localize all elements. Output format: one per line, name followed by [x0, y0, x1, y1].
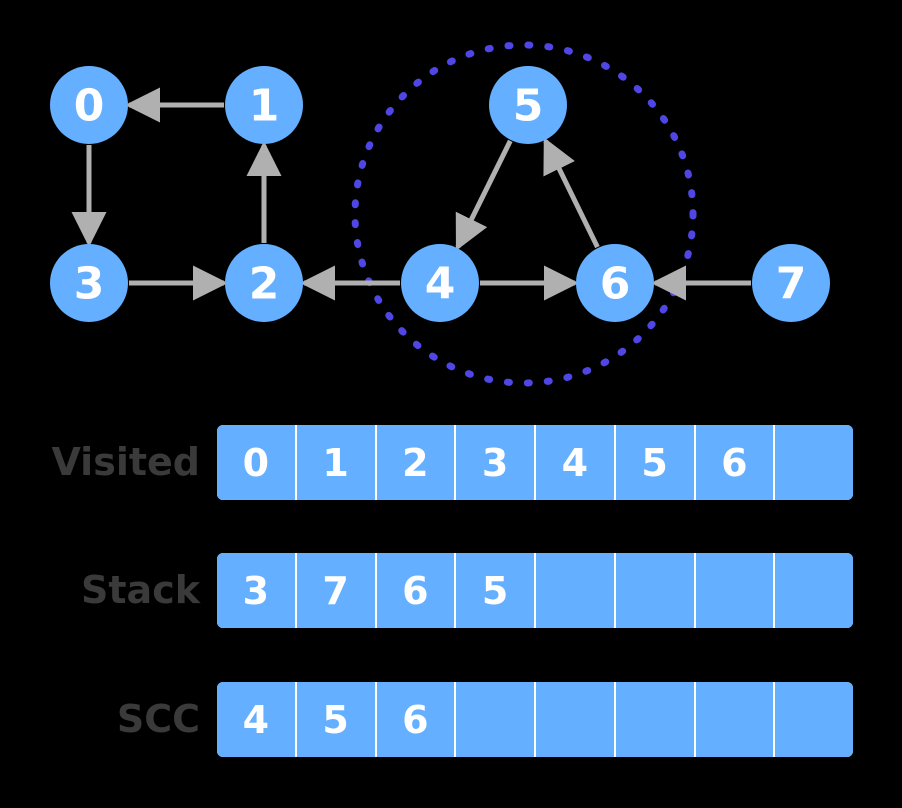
- cell-visited-5[interactable]: 5: [615, 425, 694, 500]
- cell-scc-6[interactable]: [695, 682, 774, 757]
- row-label-stack: Stack: [81, 568, 200, 612]
- node-circle-2: [225, 244, 303, 322]
- graph-node-0[interactable]: 0: [50, 66, 128, 144]
- node-circle-1: [225, 66, 303, 144]
- edges-layer: [71, 87, 751, 301]
- node-circle-5: [489, 66, 567, 144]
- cell-visited-2[interactable]: 2: [376, 425, 455, 500]
- cell-scc-4[interactable]: [536, 682, 614, 757]
- graph-node-2[interactable]: 2: [225, 244, 303, 322]
- cell-stack-0[interactable]: 3: [217, 553, 295, 628]
- cell-scc-7[interactable]: [775, 682, 853, 757]
- cell-stack-5[interactable]: [615, 553, 694, 628]
- graph-svg: 0 1 5 3 2 4 6 7: [50, 41, 830, 387]
- node-circle-3: [50, 244, 128, 322]
- cell-stack-4[interactable]: [536, 553, 614, 628]
- graph-diagram: 0 1 5 3 2 4 6 7: [0, 0, 902, 400]
- cell-scc-2[interactable]: 6: [376, 682, 455, 757]
- cell-stack-1[interactable]: 7: [296, 553, 375, 628]
- cell-visited-0[interactable]: 0: [217, 425, 295, 500]
- node-circle-4: [401, 244, 479, 322]
- node-circle-7: [752, 244, 830, 322]
- scc-highlight-circle: [351, 41, 697, 387]
- graph-node-6[interactable]: 6: [576, 244, 654, 322]
- edge-5-to-4: [455, 139, 513, 251]
- row-label-scc: SCC: [116, 697, 200, 741]
- cell-scc-1[interactable]: 5: [296, 682, 375, 757]
- cell-scc-3[interactable]: [456, 682, 534, 757]
- graph-node-7[interactable]: 7: [752, 244, 830, 322]
- row-label-visited: Visited: [51, 440, 200, 484]
- cell-scc-5[interactable]: [615, 682, 694, 757]
- cell-stack-2[interactable]: 6: [376, 553, 455, 628]
- graph-node-4[interactable]: 4: [401, 244, 479, 322]
- cell-scc-0[interactable]: 4: [217, 682, 295, 757]
- cell-stack-7[interactable]: [775, 553, 853, 628]
- cell-visited-7[interactable]: [775, 425, 853, 500]
- graph-node-1[interactable]: 1: [225, 66, 303, 144]
- cell-visited-4[interactable]: 4: [536, 425, 614, 500]
- edge-6-to-5: [543, 137, 600, 249]
- cell-stack-3[interactable]: 5: [456, 553, 534, 628]
- cell-visited-3[interactable]: 3: [456, 425, 534, 500]
- cell-visited-6[interactable]: 6: [695, 425, 774, 500]
- graph-node-3[interactable]: 3: [50, 244, 128, 322]
- node-circle-6: [576, 244, 654, 322]
- cell-stack-6[interactable]: [695, 553, 774, 628]
- cell-visited-1[interactable]: 1: [296, 425, 375, 500]
- node-circle-0: [50, 66, 128, 144]
- graph-node-5[interactable]: 5: [489, 66, 567, 144]
